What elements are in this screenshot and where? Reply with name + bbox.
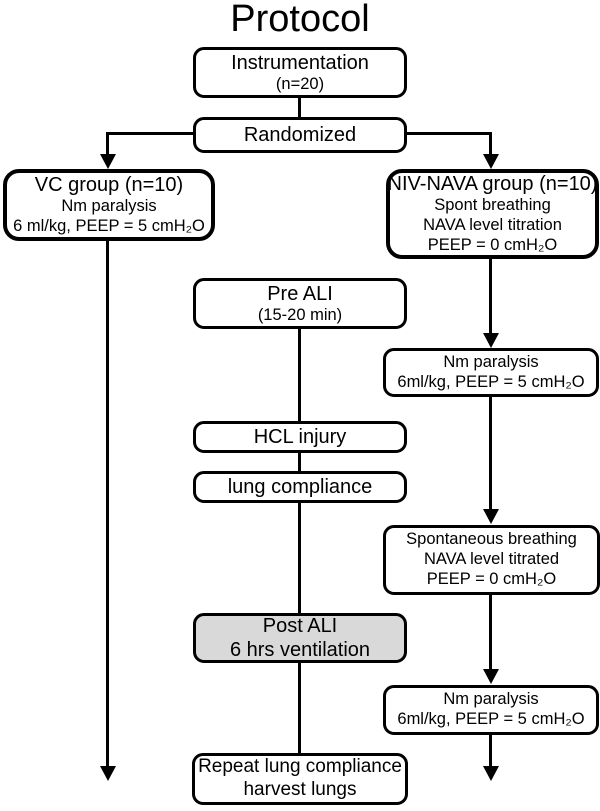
- connector-postali-repeat: [298, 662, 301, 754]
- node-line: NIV-NAVA group (n=10): [387, 173, 598, 196]
- connector-spontaneous-to-nm-paralysis-2: [489, 594, 492, 670]
- node-line: Nm paralysis: [443, 690, 539, 709]
- node-line: 6 ml/kg, PEEP = 5 cmH₂O: [13, 217, 205, 235]
- node-line: PEEP = 0 cmH₂O: [426, 569, 557, 588]
- node-line: NAVA level titrated: [423, 550, 560, 569]
- diagram-title: Protocol: [230, 0, 370, 40]
- node-line: lung compliance: [227, 476, 373, 498]
- connector-hcl-compliance: [298, 452, 301, 472]
- node-line: PEEP = 0 cmH₂O: [427, 235, 558, 254]
- node-lung-compliance: lung compliance: [193, 471, 407, 503]
- node-line: Randomized: [243, 124, 357, 146]
- node-line: Nm paralysis: [61, 197, 157, 216]
- node-pre-ali: Pre ALI (15-20 min): [193, 278, 407, 329]
- node-line: NAVA level titration: [423, 216, 562, 235]
- arrowhead-to-niv-nava-group: [483, 154, 499, 169]
- node-repeat-lung-compliance: Repeat lung compliance harvest lungs: [192, 753, 408, 805]
- arrowhead-to-nm-paralysis-2: [483, 669, 499, 684]
- node-line: harvest lungs: [243, 779, 357, 800]
- node-nm-paralysis-1: Nm paralysis 6ml/kg, PEEP = 5 cmH₂O: [383, 348, 599, 397]
- node-instrumentation: Instrumentation (n=20): [193, 47, 407, 98]
- node-line: VC group (n=10): [34, 174, 184, 197]
- connector-nm1-to-spontaneous: [489, 396, 492, 510]
- node-line: 6 hrs ventilation: [229, 639, 371, 661]
- node-nm-paralysis-2: Nm paralysis 6ml/kg, PEEP = 5 cmH₂O: [383, 685, 599, 735]
- node-line: Post ALI: [262, 615, 338, 637]
- arrowhead-to-spontaneous: [483, 509, 499, 524]
- arrowhead-right-timeline-end: [483, 766, 499, 781]
- node-post-ali: Post ALI 6 hrs ventilation: [193, 613, 407, 663]
- arrowhead-to-nm-paralysis-1: [483, 333, 499, 348]
- connector-randomized-right-horizontal: [405, 132, 491, 135]
- connector-instrumentation-randomized: [298, 96, 301, 118]
- arrowhead-to-vc-group: [100, 154, 116, 169]
- node-line: Repeat lung compliance: [198, 756, 402, 778]
- node-line: 6ml/kg, PEEP = 5 cmH₂O: [397, 372, 585, 391]
- node-line: HCL injury: [253, 426, 347, 448]
- node-randomized: Randomized: [193, 117, 407, 153]
- node-hcl-injury: HCL injury: [193, 421, 407, 453]
- node-line: 6ml/kg, PEEP = 5 cmH₂O: [397, 710, 585, 728]
- node-line: Spontaneous breathing: [406, 530, 577, 549]
- arrowhead-vc-timeline-end: [100, 766, 116, 781]
- connector-compliance-postali: [298, 502, 301, 614]
- node-line: (15-20 min): [257, 305, 343, 324]
- connector-nm2-timeline: [489, 734, 492, 767]
- connector-randomized-left-horizontal: [106, 132, 195, 135]
- node-niv-nava-group: NIV-NAVA group (n=10) Spont breathing NA…: [386, 169, 599, 259]
- connector-vc-group-timeline: [106, 240, 109, 768]
- node-line: Instrumentation: [231, 51, 369, 74]
- node-line: Pre ALI: [267, 282, 333, 305]
- connector-randomized-left-vertical: [106, 132, 109, 156]
- connector-preali-hcl: [298, 328, 301, 422]
- connector-niv-to-nm-paralysis-1: [489, 258, 492, 335]
- node-line: Spont breathing: [434, 196, 551, 215]
- connector-randomized-right-vertical: [489, 132, 492, 156]
- node-spontaneous-breathing-titrated: Spontaneous breathing NAVA level titrate…: [383, 525, 600, 595]
- node-line: (n=20): [275, 74, 325, 93]
- node-vc-group: VC group (n=10) Nm paralysis 6 ml/kg, PE…: [3, 169, 215, 241]
- node-line: Nm paralysis: [443, 352, 539, 371]
